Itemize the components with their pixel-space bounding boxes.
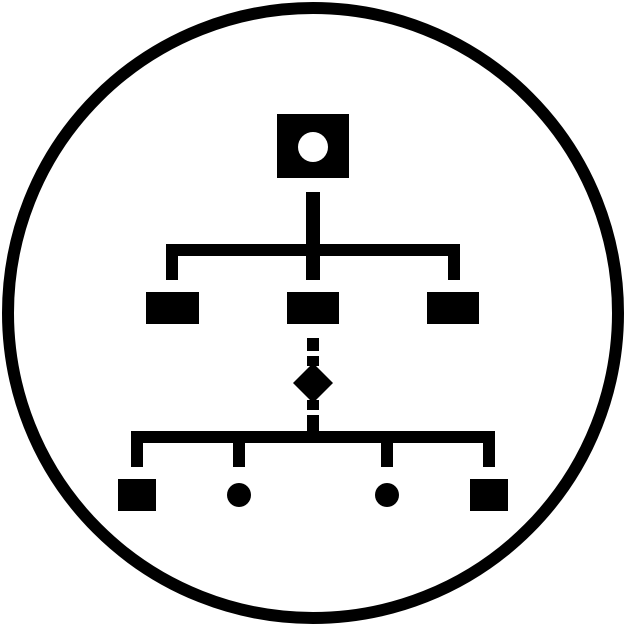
decision-stem-bottom bbox=[307, 400, 319, 434]
bottom-node-square-left bbox=[118, 479, 156, 511]
decision-gap-top bbox=[304, 351, 322, 356]
middle-node-right bbox=[427, 292, 479, 324]
lower-drop-1 bbox=[131, 431, 143, 467]
bottom-tier bbox=[118, 479, 508, 511]
decision-connector bbox=[293, 338, 333, 434]
upper-drop-right bbox=[448, 244, 460, 280]
upper-drop-left bbox=[166, 244, 178, 280]
lower-drop-4 bbox=[483, 431, 495, 467]
upper-bus bbox=[166, 244, 460, 256]
lower-connectors bbox=[131, 431, 495, 467]
lower-bus bbox=[131, 431, 495, 443]
lower-drop-2 bbox=[233, 431, 245, 467]
lower-drop-3 bbox=[381, 431, 393, 467]
top-stem bbox=[306, 192, 320, 280]
decision-diamond bbox=[293, 363, 333, 403]
decision-gap-bottom bbox=[304, 410, 322, 415]
top-node bbox=[277, 114, 349, 178]
middle-tier bbox=[146, 292, 479, 324]
bottom-node-circle-right bbox=[375, 483, 399, 507]
middle-node-left bbox=[146, 292, 199, 324]
bottom-node-circle-left bbox=[227, 483, 251, 507]
middle-node-center bbox=[287, 292, 339, 324]
top-node-hole bbox=[298, 132, 328, 162]
bottom-node-square-right bbox=[470, 479, 508, 511]
upper-connectors bbox=[166, 192, 460, 280]
